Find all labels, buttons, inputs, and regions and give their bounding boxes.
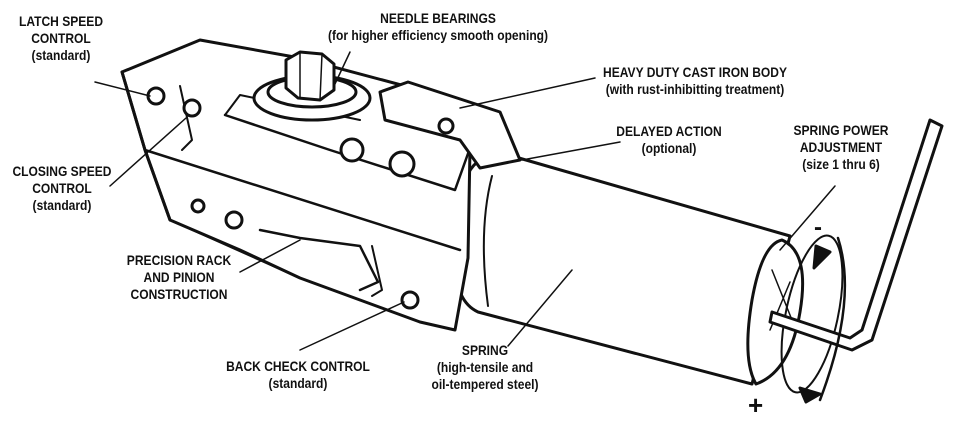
label-line: (standard)	[32, 197, 92, 213]
label-line: (standard)	[268, 375, 328, 391]
label-line: oil-tempered steel)	[431, 376, 539, 392]
label-line: (size 1 thru 6)	[802, 156, 880, 172]
label-line: HEAVY DUTY CAST IRON BODY	[603, 64, 787, 80]
plus-sign: +	[748, 390, 764, 420]
label-line: CONSTRUCTION	[130, 286, 228, 302]
label-spring: SPRING (high-tensile and oil-tempered st…	[421, 342, 550, 393]
label-line: AND PINION	[143, 269, 215, 285]
label-needle-bearings: NEEDLE BEARINGS (for higher efficiency s…	[311, 10, 566, 44]
label-line: (with rust-inhibitting treatment)	[605, 81, 785, 97]
label-spring-power-adjustment: SPRING POWER ADJUSTMENT (size 1 thru 6)	[777, 122, 906, 173]
minus-sign: -	[814, 214, 822, 241]
end-cap	[746, 234, 844, 394]
label-line: (high-tensile and	[436, 359, 534, 375]
label-delayed-action: DELAYED ACTION (optional)	[605, 123, 734, 157]
label-line: CLOSING SPEED	[12, 163, 112, 179]
label-latch-speed-control: LATCH SPEED CONTROL (standard)	[10, 13, 111, 64]
label-line: SPRING POWER	[793, 122, 889, 138]
label-rack-and-pinion: PRECISION RACK AND PINION CONSTRUCTION	[115, 252, 244, 303]
label-line: ADJUSTMENT	[799, 139, 883, 155]
label-line: CONTROL	[32, 180, 92, 196]
body-bracket	[378, 80, 522, 170]
label-line: (optional)	[641, 140, 697, 156]
leader-lines	[94, 51, 836, 351]
label-line: (for higher efficiency smooth opening)	[327, 27, 549, 43]
label-line: DELAYED ACTION	[616, 123, 722, 139]
label-line: (standard)	[31, 47, 91, 63]
label-line: LATCH SPEED	[18, 13, 104, 29]
label-line: NEEDLE BEARINGS	[380, 10, 496, 26]
label-line: SPRING	[461, 342, 509, 358]
label-closing-speed-control: CLOSING SPEED CONTROL (standard)	[9, 163, 116, 214]
label-line: PRECISION RACK	[126, 252, 232, 268]
label-back-check-control: BACK CHECK CONTROL (standard)	[212, 358, 384, 392]
rotation-arrows	[798, 236, 847, 404]
hex-key	[768, 118, 944, 352]
label-cast-iron-body: HEAVY DUTY CAST IRON BODY (with rust-inh…	[579, 64, 811, 98]
label-line: BACK CHECK CONTROL	[226, 358, 370, 374]
pinion-nut-assembly	[252, 50, 372, 122]
label-line: CONTROL	[31, 30, 91, 46]
